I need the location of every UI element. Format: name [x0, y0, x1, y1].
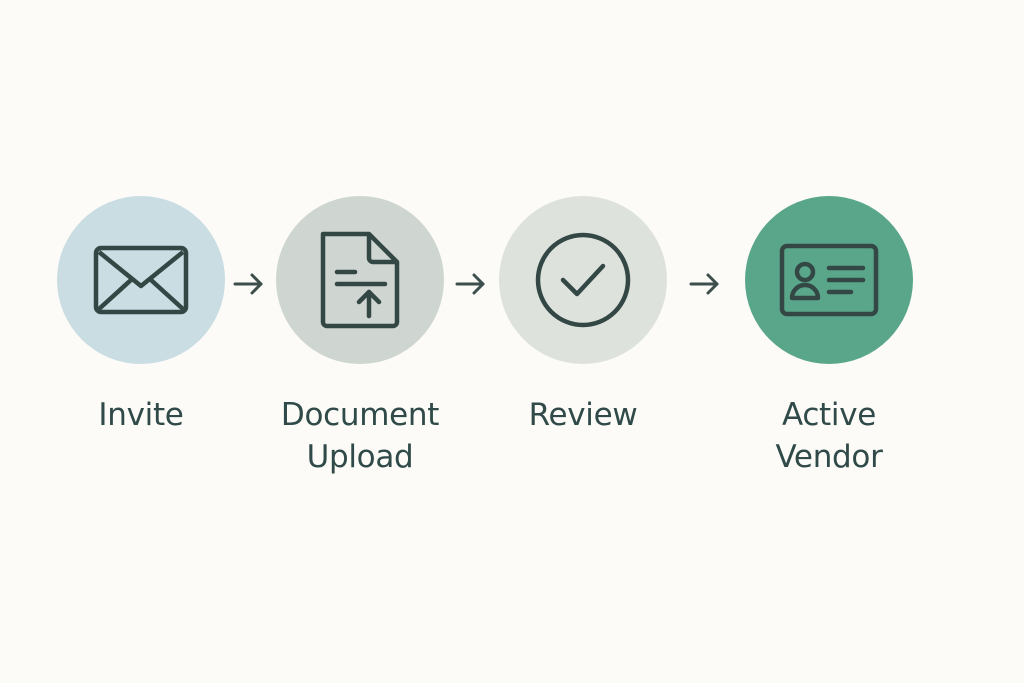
- step-active-vendor-label: Active Vendor: [775, 397, 883, 475]
- step-review-label: Review: [528, 397, 638, 433]
- step-review-circle: [499, 196, 667, 364]
- envelope-icon: [93, 245, 189, 315]
- step-active-vendor-circle: [745, 196, 913, 364]
- step-document-upload: Document Upload: [250, 196, 470, 478]
- step-active-vendor: Active Vendor: [719, 196, 939, 478]
- id-card-icon: [779, 243, 879, 317]
- arrow-right-icon: [233, 273, 263, 295]
- arrow-right-icon: [455, 273, 485, 295]
- step-invite: Invite: [31, 196, 251, 436]
- checkmark-icon: [535, 232, 631, 328]
- document-upload-icon: [320, 231, 400, 329]
- arrow-right-icon: [689, 273, 719, 295]
- step-document-upload-circle: [276, 196, 444, 364]
- step-invite-label: Invite: [98, 397, 184, 433]
- step-review: Review: [473, 196, 693, 436]
- step-invite-circle: [57, 196, 225, 364]
- step-document-upload-label: Document Upload: [280, 397, 440, 475]
